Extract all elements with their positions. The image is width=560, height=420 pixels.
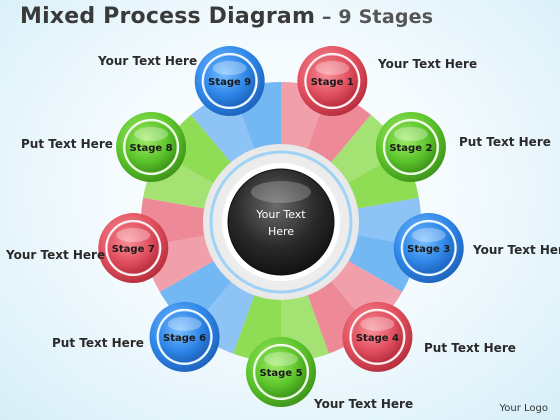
stage-node-gloss-1 <box>315 61 350 76</box>
stage-description-2: Put Text Here <box>459 135 551 149</box>
stage-description-7: Your Text Here <box>6 248 106 262</box>
stage-description-8: Put Text Here <box>21 137 113 151</box>
stage-description-4: Put Text Here <box>424 341 516 355</box>
stage-label-4: Stage 4 <box>356 333 399 344</box>
stage-node-core-4 <box>350 310 404 364</box>
stage-node-gloss-9 <box>212 61 247 76</box>
stage-node-core-9 <box>203 54 257 108</box>
stage-node-core-7 <box>106 221 160 275</box>
stage-node-core-5 <box>254 345 308 399</box>
stage-node-2: Stage 2 <box>375 112 446 182</box>
stage-node-core-8 <box>124 120 178 174</box>
stage-label-2: Stage 2 <box>389 143 432 154</box>
stage-node-core-3 <box>402 221 456 275</box>
stage-description-9: Your Text Here <box>98 54 198 68</box>
diagram-title: Mixed Process Diagram – 9 Stages <box>20 4 433 29</box>
stage-node-1: Stage 1 <box>297 46 368 117</box>
stage-node-gloss-5 <box>264 352 298 366</box>
stage-label-6: Stage 6 <box>163 333 206 344</box>
logo-placeholder: Your Logo <box>499 403 548 414</box>
hub-orb <box>227 168 335 276</box>
stage-description-5: Your Text Here <box>314 397 414 411</box>
stage-node-5: Stage 5 <box>246 337 316 407</box>
stage-label-7: Stage 7 <box>112 244 155 255</box>
stage-node-gloss-4 <box>360 316 395 331</box>
stage-node-7: Stage 7 <box>98 213 169 284</box>
stage-description-3: Your Text Here <box>473 243 560 257</box>
stage-node-3: Stage 3 <box>393 213 464 284</box>
stage-label-9: Stage 9 <box>208 77 251 88</box>
stage-nodes: Stage 1 Stage 2 Stage 3 Stage 4 Stage 5 Stage… <box>98 46 464 407</box>
stage-label-8: Stage 8 <box>130 143 173 154</box>
hub-text-line-1: Your Text <box>255 208 306 221</box>
stage-node-8: Stage 8 <box>116 112 187 182</box>
title-dash: – <box>315 6 339 28</box>
stage-node-gloss-3 <box>411 228 446 243</box>
stage-node-core-6 <box>158 310 212 364</box>
title-main: Mixed Process Diagram <box>20 4 316 29</box>
hub-gloss <box>251 181 311 203</box>
stage-description-1: Your Text Here <box>378 57 478 71</box>
hub-ring <box>209 150 353 294</box>
stage-node-6: Stage 6 <box>149 301 220 372</box>
stage-node-gloss-8 <box>134 127 169 141</box>
stage-node-4: Stage 4 <box>342 301 413 372</box>
stage-node-core-2 <box>384 120 438 174</box>
stage-description-6: Put Text Here <box>52 336 144 350</box>
title-stage-count: 9 Stages <box>338 6 434 28</box>
stage-node-gloss-2 <box>393 127 428 141</box>
stage-label-5: Stage 5 <box>259 368 302 379</box>
stage-node-9: Stage 9 <box>194 46 265 117</box>
stage-label-1: Stage 1 <box>311 77 354 88</box>
stage-node-gloss-6 <box>167 316 202 331</box>
stage-node-gloss-7 <box>116 228 151 243</box>
stage-label-3: Stage 3 <box>407 244 450 255</box>
hub-text-line-2: Here <box>268 225 294 238</box>
stage-node-core-1 <box>305 54 359 108</box>
